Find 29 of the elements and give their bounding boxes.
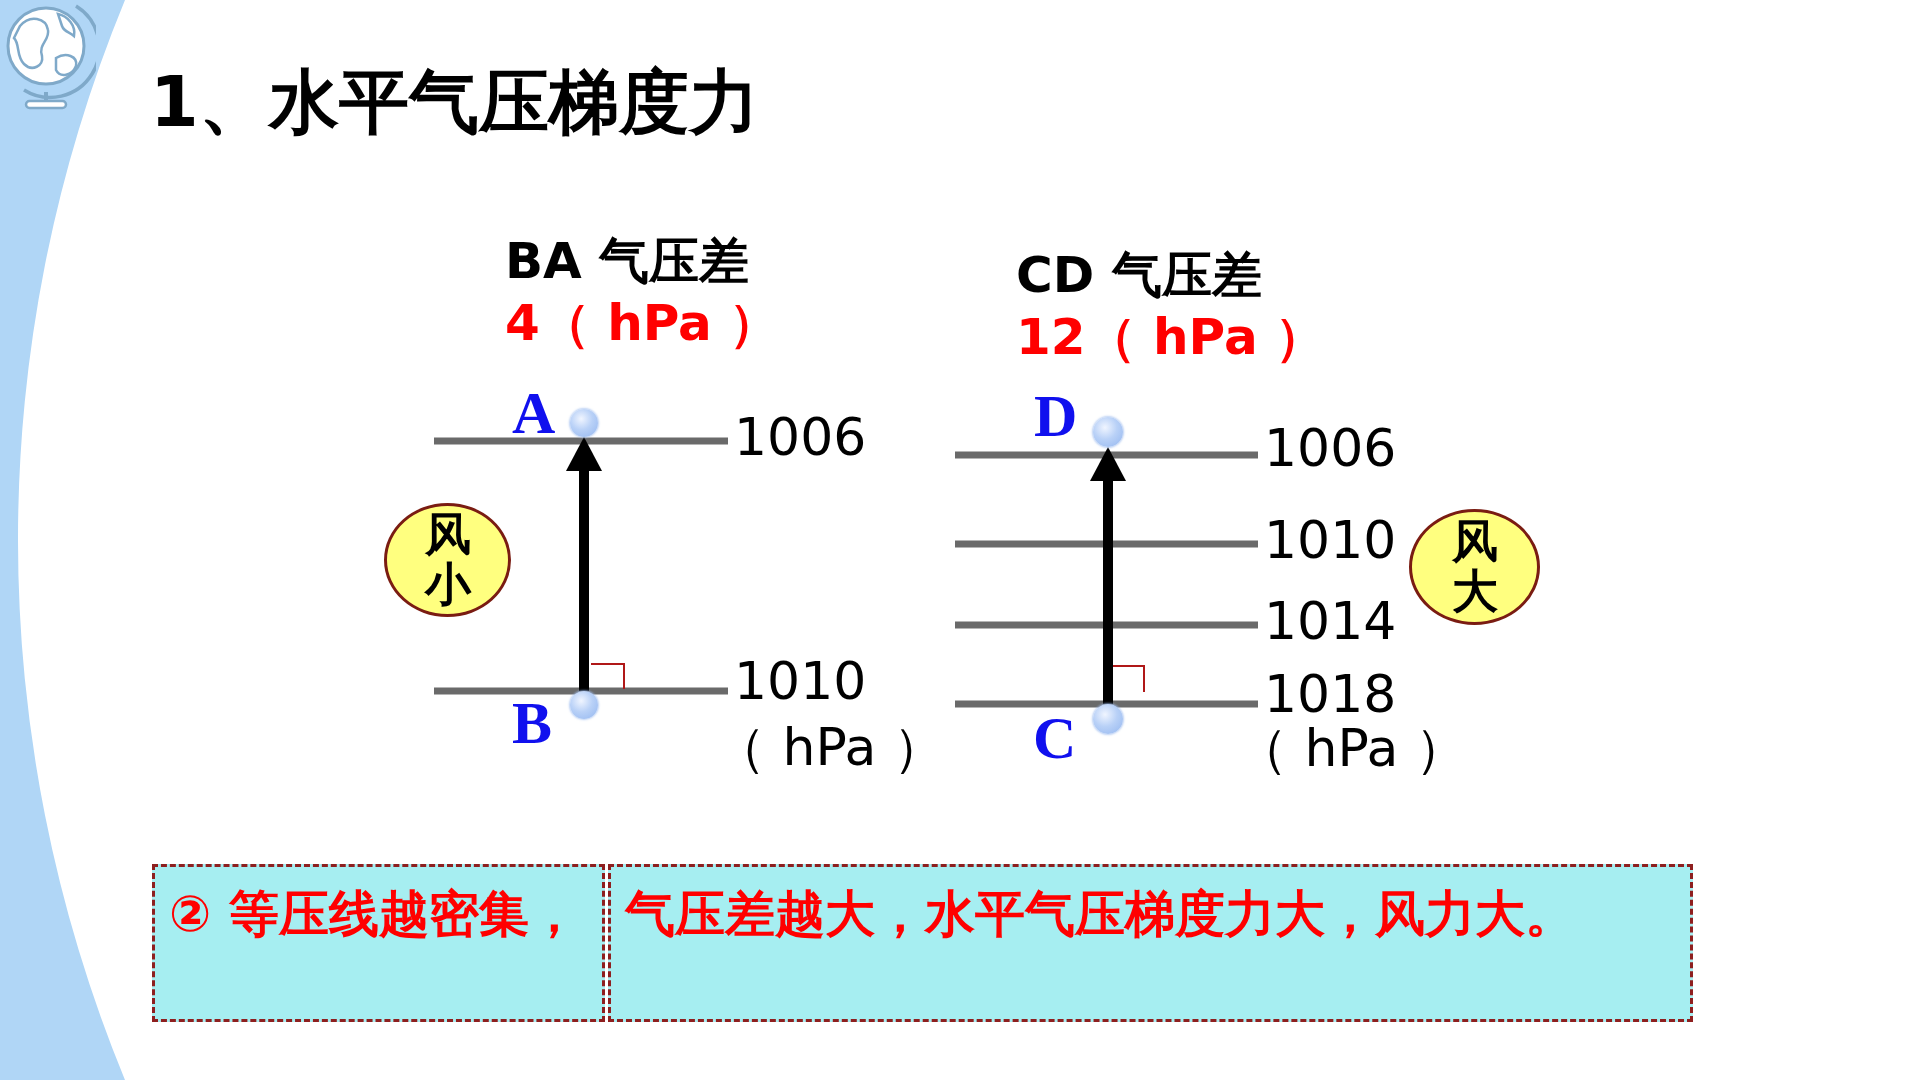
conclusion-text: ② 等压线越密集，	[169, 884, 580, 945]
conclusion-text: 气压差越大，水平气压梯度力大，风力大。	[625, 884, 1576, 945]
point-letter: B	[512, 693, 553, 753]
pressure-gradient-arrow	[566, 437, 602, 691]
conclusion-box	[152, 864, 605, 1022]
isobar-value: 1018	[1264, 668, 1397, 720]
unit-label: （ hPa ）	[714, 721, 945, 773]
callout-text: 风大	[1451, 517, 1498, 617]
point-marker	[570, 691, 598, 719]
callout-text: 风小	[424, 510, 471, 610]
point-letter: C	[1033, 708, 1077, 768]
pressure-difference-text: 4（ hPa ）	[505, 294, 780, 352]
point-marker	[570, 409, 598, 437]
isobar-value: 1010	[1264, 514, 1397, 566]
point-marker	[1093, 704, 1123, 734]
diagram-heading: CD 气压差	[1016, 246, 1262, 304]
isobar-value: 1006	[1264, 422, 1397, 474]
isobar-value: 1010	[734, 655, 867, 707]
pressure-difference-text: 12（ hPa ）	[1016, 308, 1326, 366]
isobar-value: 1006	[734, 411, 867, 463]
conclusion-box	[608, 864, 1693, 1022]
pressure-gradient-arrow	[1090, 447, 1126, 704]
unit-label: （ hPa ）	[1236, 722, 1467, 774]
isobar-value: 1014	[1264, 595, 1397, 647]
point-letter: A	[512, 383, 556, 443]
slide-title: 1、水平气压梯度力	[150, 60, 759, 144]
diagram-heading: BA 气压差	[505, 232, 750, 290]
point-letter: D	[1034, 386, 1078, 446]
point-marker	[1093, 417, 1123, 447]
